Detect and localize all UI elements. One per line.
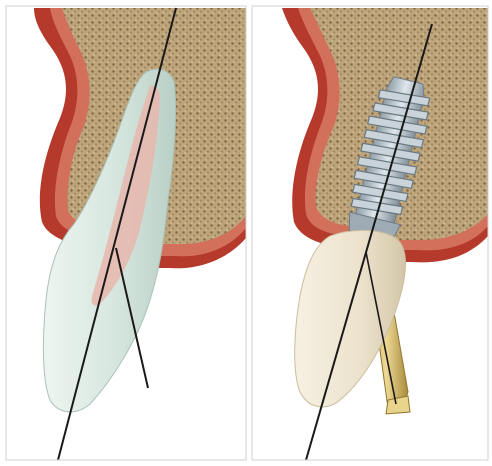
right-panel bbox=[282, 8, 488, 460]
left-panel bbox=[34, 8, 246, 460]
